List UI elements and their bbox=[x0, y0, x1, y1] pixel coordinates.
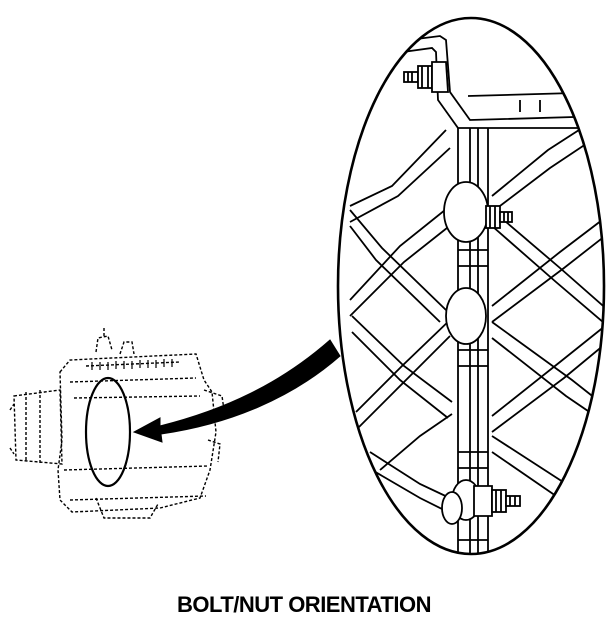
detail-view bbox=[336, 16, 606, 556]
callout-arrow-icon bbox=[132, 339, 341, 443]
nut-icon bbox=[485, 205, 513, 229]
detail-oval-outline bbox=[336, 16, 606, 556]
overview-assembly bbox=[9, 326, 225, 519]
bolt-icon bbox=[473, 485, 521, 517]
bolt-nut-diagram bbox=[9, 16, 606, 556]
overview-highlight-oval bbox=[84, 376, 132, 488]
overview-tick-marks bbox=[91, 359, 173, 370]
boss-bottom-left bbox=[441, 491, 463, 525]
bolt-icon bbox=[403, 61, 449, 93]
figure-caption: BOLT/NUT ORIENTATION bbox=[177, 592, 431, 617]
